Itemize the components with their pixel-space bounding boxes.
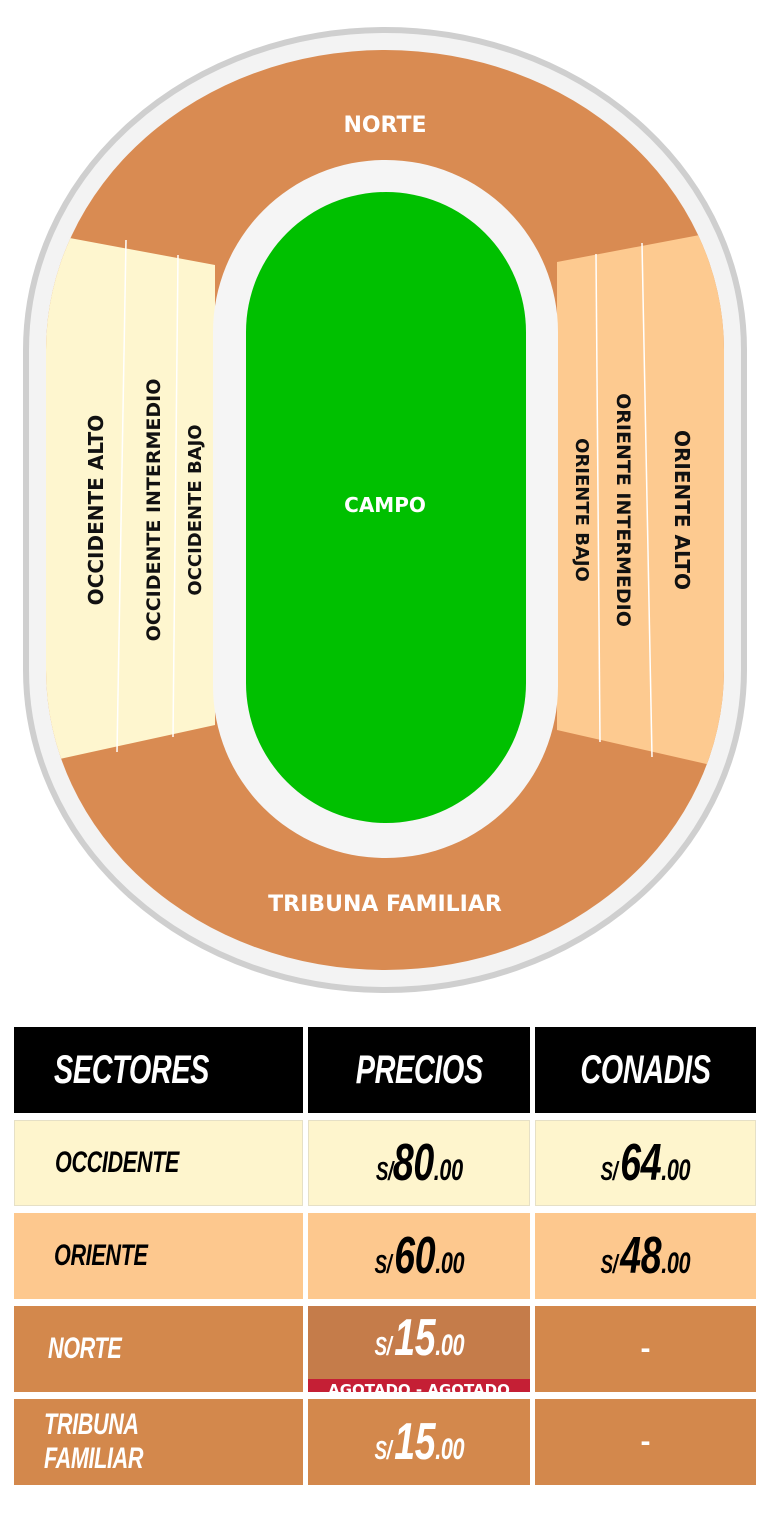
label-occidente-alto: OCCIDENTE ALTO bbox=[84, 415, 108, 606]
section-campo[interactable] bbox=[246, 192, 526, 823]
row-norte-price: S/ 15.00 AGOTADO - AGOTADO bbox=[308, 1306, 530, 1392]
label-oriente-alto: ORIENTE ALTO bbox=[670, 430, 694, 590]
header-label: PRECIOS bbox=[355, 1047, 483, 1092]
divider bbox=[641, 242, 653, 758]
section-occidente[interactable] bbox=[0, 225, 215, 772]
row-oriente-conadis: S/ 48.00 bbox=[535, 1213, 756, 1299]
row-oriente-sector: ORIENTE bbox=[14, 1213, 303, 1299]
row-occidente-sector: OCCIDENTE bbox=[14, 1120, 303, 1206]
header-precios: PRECIOS bbox=[308, 1027, 530, 1113]
row-occidente-conadis: S/ 64.00 bbox=[535, 1120, 756, 1206]
divider bbox=[595, 253, 601, 743]
price-value: S/ 15.00 bbox=[374, 1309, 464, 1367]
header-label: CONADIS bbox=[580, 1047, 711, 1092]
divider bbox=[172, 254, 179, 738]
label-campo: CAMPO bbox=[344, 493, 426, 517]
divider bbox=[116, 239, 127, 753]
sector-name: NORTE bbox=[48, 1332, 122, 1365]
label-occidente-intermedio: OCCIDENTE INTERMEDIO bbox=[143, 379, 165, 642]
header-label: SECTORES bbox=[54, 1047, 210, 1092]
row-norte-sector: NORTE bbox=[14, 1306, 303, 1392]
sold-out-ribbon: AGOTADO - AGOTADO bbox=[308, 1379, 530, 1392]
header-sectores: SECTORES bbox=[14, 1027, 303, 1113]
row-norte-conadis: - bbox=[535, 1306, 756, 1392]
sector-name-line1: TRIBUNA bbox=[44, 1408, 139, 1441]
label-tribuna-familiar: TRIBUNA FAMILIAR bbox=[268, 892, 502, 917]
row-tribuna-familiar-price: S/ 15.00 bbox=[308, 1399, 530, 1485]
sector-name: ORIENTE bbox=[54, 1239, 148, 1272]
conadis-value: S/ 48.00 bbox=[600, 1227, 691, 1285]
sector-name-line2: FAMILIAR bbox=[44, 1442, 144, 1475]
row-occidente-price: S/80.00 bbox=[308, 1120, 530, 1206]
label-occidente-bajo: OCCIDENTE BAJO bbox=[185, 424, 206, 595]
stadium-map: NORTE CAMPO TRIBUNA FAMILIAR OCCIDENTE A… bbox=[0, 27, 768, 993]
label-oriente-bajo: ORIENTE BAJO bbox=[571, 438, 592, 582]
price-value: S/80.00 bbox=[375, 1134, 463, 1192]
label-oriente-intermedio: ORIENTE INTERMEDIO bbox=[612, 393, 634, 627]
section-oriente[interactable] bbox=[557, 222, 768, 778]
conadis-value: S/ 64.00 bbox=[600, 1134, 691, 1192]
conadis-value: - bbox=[640, 1425, 651, 1458]
sector-name: OCCIDENTE bbox=[55, 1146, 179, 1179]
header-conadis: CONADIS bbox=[535, 1027, 756, 1113]
row-oriente-price: S/ 60.00 bbox=[308, 1213, 530, 1299]
row-tribuna-familiar-conadis: - bbox=[535, 1399, 756, 1485]
price-value: S/ 15.00 bbox=[374, 1413, 464, 1471]
price-value: S/ 60.00 bbox=[374, 1227, 464, 1285]
conadis-value: - bbox=[640, 1332, 651, 1365]
label-norte: NORTE bbox=[343, 113, 426, 138]
